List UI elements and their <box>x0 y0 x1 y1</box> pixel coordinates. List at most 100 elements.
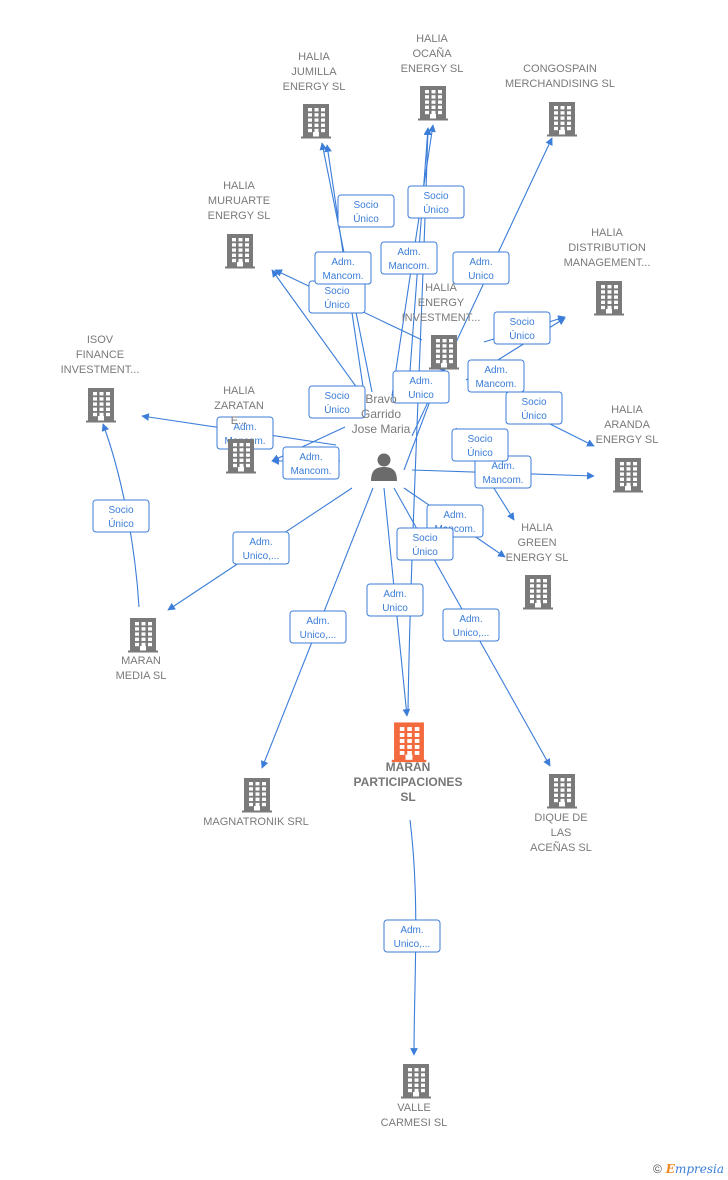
building-icon <box>429 335 459 370</box>
footer-brand[interactable]: ©Empresia <box>653 1162 724 1176</box>
building-icon <box>301 104 331 139</box>
company-name: ZARATAN <box>214 400 264 412</box>
company-name: HALIA <box>521 522 553 534</box>
edge-label-box <box>451 428 509 462</box>
edge-label-text: Unico <box>408 390 434 401</box>
edge-label-text: Socio <box>423 191 448 202</box>
edge-label[interactable]: Adm.Mancom. <box>380 241 438 275</box>
edge-label[interactable]: Adm. Unico,... <box>442 608 500 642</box>
company-name: SL <box>400 790 415 804</box>
company-name: MARAN <box>121 655 161 667</box>
edge-label[interactable]: Adm. Unico <box>392 370 450 404</box>
edge-label-text: Único <box>324 298 350 311</box>
edge-label-box <box>505 391 563 425</box>
edge-label-text: Socio <box>509 317 534 328</box>
edge-label-text: Unico,... <box>394 939 431 950</box>
edge-label-box <box>467 359 525 393</box>
edge-label-text: Unico,... <box>300 630 337 641</box>
company-name: HALIA <box>223 180 255 192</box>
edge-label-box <box>314 251 372 285</box>
company-node-energy_inv[interactable]: HALIAENERGYINVESTMENT... <box>402 282 481 370</box>
company-name: MERCHANDISING SL <box>505 78 615 90</box>
company-name: MEDIA SL <box>116 670 167 682</box>
building-icon <box>86 388 116 423</box>
edge-label-text: Adm. <box>306 616 329 627</box>
edge-label[interactable]: Adm.Unico,... <box>383 919 441 953</box>
building-icon <box>225 234 255 269</box>
edge-label-text: Mancom. <box>475 379 516 390</box>
company-name: HALIA <box>298 51 330 63</box>
company-name: ENERGY SL <box>596 434 659 446</box>
company-node-isov[interactable]: ISOVFINANCEINVESTMENT... <box>61 334 140 423</box>
person-name: Bravo <box>365 392 397 406</box>
company-node-distribution[interactable]: HALIADISTRIBUTIONMANAGEMENT... <box>564 227 651 316</box>
edge-label[interactable]: Adm. Mancom. <box>474 455 532 489</box>
company-name: MAGNATRONIK SRL <box>203 816 309 828</box>
company-name: HALIA <box>591 227 623 239</box>
edge-label-text: Socio <box>324 286 349 297</box>
building-icon <box>226 439 256 474</box>
edge-label-box <box>380 241 438 275</box>
company-name: CARMESI SL <box>381 1117 448 1129</box>
edge-label[interactable]: Adm.Unico <box>366 583 424 617</box>
company-name: DIQUE DE <box>534 812 587 824</box>
edge-label-text: Único <box>412 545 438 558</box>
edge-label-text: Socio <box>412 533 437 544</box>
company-node-zaratan[interactable]: HALIAZARATANE... <box>214 385 264 474</box>
building-icon <box>242 778 272 813</box>
brand-logo: Empresia <box>665 1162 724 1176</box>
edge-label-text: Adm. <box>233 422 256 433</box>
edge-label[interactable]: Adm.Unico <box>452 251 510 285</box>
edge-label-text: Socio <box>108 505 133 516</box>
edge-label-text: Adm. <box>491 461 514 472</box>
edge-label-text: Unico,... <box>453 628 490 639</box>
edge-label-text: Adm. <box>469 257 492 268</box>
company-name: PARTICIPACIONES <box>354 775 463 789</box>
edge-label-box <box>282 446 340 480</box>
edge-label[interactable]: Adm. Unico,... <box>289 610 347 644</box>
edge-label-text: Adm. <box>459 614 482 625</box>
company-name: ENERGY SL <box>208 210 271 222</box>
edge-label-text: Unico,... <box>243 551 280 562</box>
edge-label[interactable]: Adm.Mancom. <box>282 446 340 480</box>
edge-label-box <box>452 251 510 285</box>
edge-label-text: Mancom. <box>482 475 523 486</box>
edge-label-text: Adm. <box>397 247 420 258</box>
company-name: MANAGEMENT... <box>564 257 651 269</box>
edge-label-text: Único <box>509 329 535 342</box>
company-node-magnatronik[interactable]: MAGNATRONIK SRL <box>203 778 309 828</box>
edge-label-text: Unico <box>382 603 408 614</box>
edge-label-box <box>383 919 441 953</box>
edge-label-text: Adm. <box>409 376 432 387</box>
edge-label[interactable]: Adm.Mancom. <box>314 251 372 285</box>
company-name: OCAÑA <box>412 47 452 60</box>
edge-label-box <box>392 370 450 404</box>
edge-label[interactable]: Adm.Unico,... <box>232 531 290 565</box>
edge-label-text: Mancom. <box>290 466 331 477</box>
company-node-maranmedia[interactable]: MARAN MEDIA SL <box>116 618 167 682</box>
edge-label-text: Único <box>324 403 350 416</box>
company-name: LAS <box>551 827 572 839</box>
edge-label[interactable]: Adm.Mancom. <box>467 359 525 393</box>
